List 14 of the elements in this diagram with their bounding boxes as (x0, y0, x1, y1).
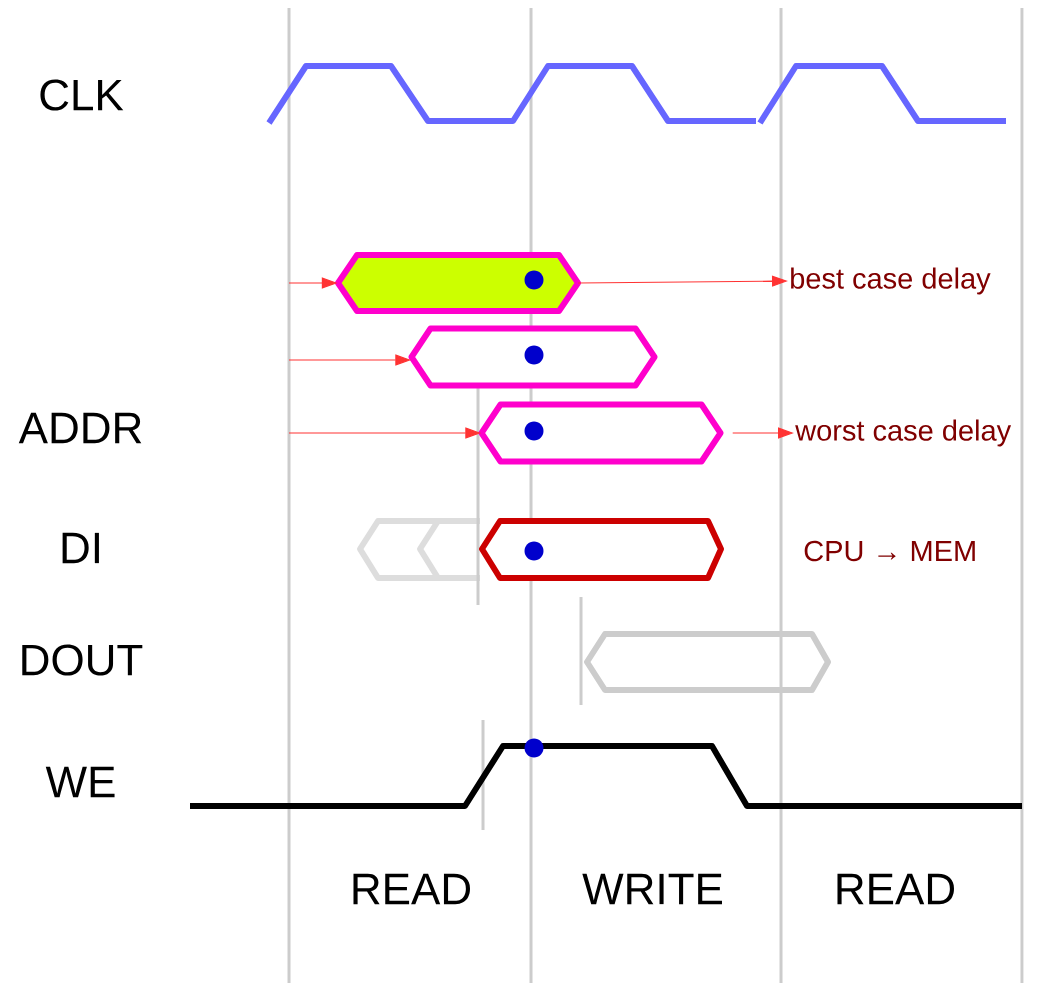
phase-label: READ (837, 873, 954, 905)
signal-name: CLK (40, 79, 124, 111)
annotation-text: worst case delay (795, 419, 1012, 447)
annotation-text: CPU → MEM (804, 540, 975, 562)
signal-name: DI (62, 532, 99, 564)
signal-name: ADDR (18, 412, 142, 444)
signal-name: DOUT (22, 644, 143, 676)
signal-hexagon (408, 325, 658, 389)
signal-hexagon (478, 401, 724, 465)
phase-label: READ (353, 873, 470, 905)
phase-label: WRITE (582, 873, 722, 905)
annotation-text: best case delay (791, 267, 991, 295)
signal-hexagon (335, 252, 581, 314)
signal-name: WE (45, 766, 115, 798)
